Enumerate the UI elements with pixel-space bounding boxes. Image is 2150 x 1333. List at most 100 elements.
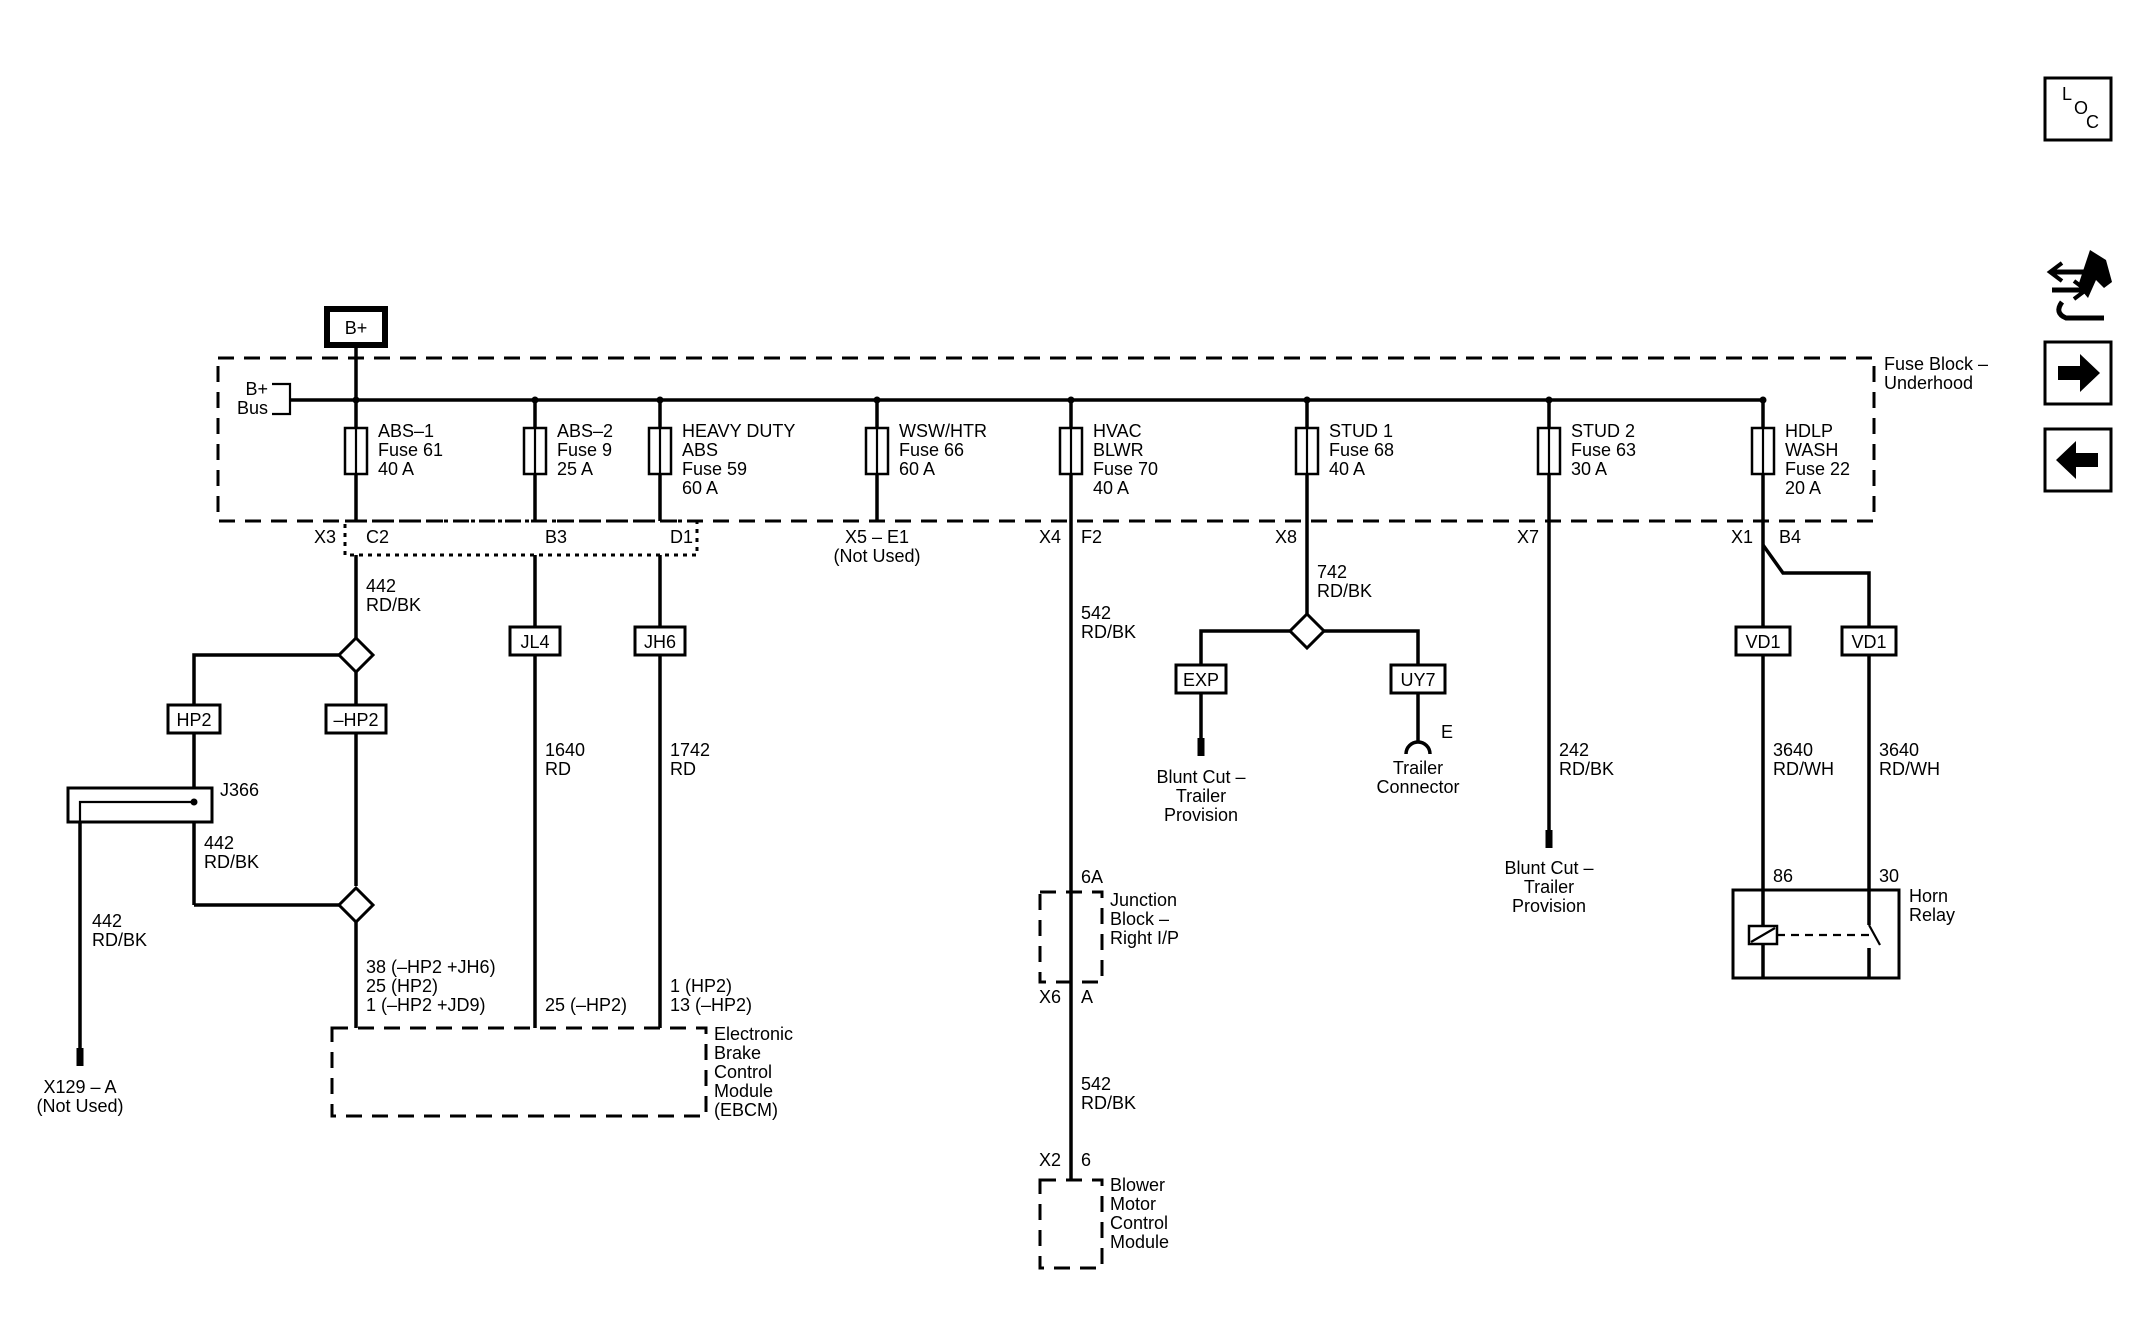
svg-text:JL4: JL4	[520, 632, 549, 652]
trailer-connector-pin	[1404, 740, 1432, 755]
svg-text:Fuse 66: Fuse 66	[899, 440, 964, 460]
svg-text:40 A: 40 A	[1093, 478, 1129, 498]
ebcm-pins-right: 1 (HP2)	[670, 976, 732, 996]
svg-text:Block –: Block –	[1110, 909, 1169, 929]
svg-text:HDLP: HDLP	[1785, 421, 1833, 441]
splice-diamond-bottom	[336, 885, 376, 925]
svg-text:RD/BK: RD/BK	[1081, 622, 1136, 642]
connector-x3-outline	[343, 519, 699, 557]
loc-icon[interactable]: L O C	[2043, 76, 2113, 142]
junction-pin-6a: 6A	[1081, 867, 1103, 887]
junction-block-outline	[1038, 890, 1104, 984]
svg-text:RD/BK: RD/BK	[1317, 581, 1372, 601]
svg-text:Provision: Provision	[1164, 805, 1238, 825]
svg-text:Fuse 59: Fuse 59	[682, 459, 747, 479]
svg-text:RD/BK: RD/BK	[1081, 1093, 1136, 1113]
svg-text:ABS–1: ABS–1	[378, 421, 434, 441]
svg-text:Fuse 9: Fuse 9	[557, 440, 612, 460]
svg-text:25 (HP2): 25 (HP2)	[366, 976, 438, 996]
arrow-left-icon[interactable]	[2043, 427, 2113, 493]
svg-text:Trailer: Trailer	[1524, 877, 1574, 897]
svg-text:HEAVY DUTY: HEAVY DUTY	[682, 421, 795, 441]
svg-text:Brake: Brake	[714, 1043, 761, 1063]
svg-text:Trailer: Trailer	[1176, 786, 1226, 806]
connector-c2: C2	[366, 527, 389, 547]
svg-text:EXP: EXP	[1183, 670, 1219, 690]
ebcm-label: Electronic	[714, 1024, 793, 1044]
svg-text:Right I/P: Right I/P	[1110, 928, 1179, 948]
svg-text:Control: Control	[1110, 1213, 1168, 1233]
svg-text:Fuse 22: Fuse 22	[1785, 459, 1850, 479]
svg-text:40 A: 40 A	[1329, 459, 1365, 479]
fuse-wsw-htr: WSW/HTR Fuse 66 60 A	[864, 396, 987, 521]
svg-text:RD/BK: RD/BK	[1559, 759, 1614, 779]
svg-text:RD/BK: RD/BK	[204, 852, 259, 872]
svg-text:13 (–HP2): 13 (–HP2)	[670, 995, 752, 1015]
wire-442-left: 442	[92, 911, 122, 931]
svg-text:60 A: 60 A	[682, 478, 718, 498]
svg-text:–HP2: –HP2	[333, 710, 378, 730]
connector-x4: X4	[1039, 527, 1061, 547]
arrow-right-icon[interactable]	[2043, 340, 2113, 406]
svg-text:60 A: 60 A	[899, 459, 935, 479]
wire-3640-a: 3640	[1773, 740, 1813, 760]
ebcm-module-outline	[330, 1026, 708, 1118]
wire-442-mid: 442	[204, 833, 234, 853]
svg-text:RD: RD	[670, 759, 696, 779]
bus-label: B+	[245, 379, 268, 399]
svg-text:STUD 2: STUD 2	[1571, 421, 1635, 441]
fuse-abs-1: ABS–1 Fuse 61 40 A	[343, 396, 443, 521]
wire-242: 242	[1559, 740, 1589, 760]
option-jl4	[508, 625, 562, 657]
connector-b3: B3	[545, 527, 567, 547]
svg-text:UY7: UY7	[1400, 670, 1435, 690]
blower-module-label: Blower	[1110, 1175, 1165, 1195]
fuse-stud-2: STUD 2 Fuse 63 30 A	[1536, 396, 1636, 521]
fuse-block-label: Fuse Block –	[1884, 354, 1988, 374]
svg-text:Module: Module	[714, 1081, 773, 1101]
svg-text:Relay: Relay	[1909, 905, 1955, 925]
connector-x129: X129 – A	[43, 1077, 116, 1097]
trailer-connector-label: Trailer	[1393, 758, 1443, 778]
splice-diamond-top	[336, 635, 376, 675]
bus-label-2: Bus	[237, 398, 268, 418]
svg-text:Provision: Provision	[1512, 896, 1586, 916]
bplus-source-label: B+	[345, 318, 368, 338]
svg-text:BLWR: BLWR	[1093, 440, 1144, 460]
fuse-block-label-2: Underhood	[1884, 373, 1973, 393]
wire-442-top: 442	[366, 576, 396, 596]
svg-text:WSW/HTR: WSW/HTR	[899, 421, 987, 441]
wire-1640: 1640	[545, 740, 585, 760]
svg-text:Fuse 70: Fuse 70	[1093, 459, 1158, 479]
option-jh6	[633, 625, 687, 657]
connector-x6-pin-a: A	[1081, 987, 1093, 1007]
svg-text:20 A: 20 A	[1785, 478, 1821, 498]
svg-text:Control: Control	[714, 1062, 772, 1082]
wire-3640-b: 3640	[1879, 740, 1919, 760]
connector-harness-icon[interactable]	[2046, 250, 2112, 321]
blunt-cut-1: Blunt Cut –	[1156, 767, 1245, 787]
junction-block-label: Junction	[1110, 890, 1177, 910]
relay-pin-86: 86	[1773, 866, 1793, 886]
fuse-hdlp-wash: HDLP WASH Fuse 22 20 A	[1750, 396, 1850, 521]
connector-x7: X7	[1517, 527, 1539, 547]
connector-x2-pin-6: 6	[1081, 1150, 1091, 1170]
svg-text:VD1: VD1	[1745, 632, 1780, 652]
svg-text:Fuse 63: Fuse 63	[1571, 440, 1636, 460]
svg-text:RD/WH: RD/WH	[1773, 759, 1834, 779]
connector-x3: X3	[314, 527, 336, 547]
svg-text:Motor: Motor	[1110, 1194, 1156, 1214]
svg-text:RD/BK: RD/BK	[366, 595, 421, 615]
svg-text:C: C	[2086, 112, 2099, 132]
svg-text:STUD 1: STUD 1	[1329, 421, 1393, 441]
connector-x2: X2	[1039, 1150, 1061, 1170]
trailer-pin-e: E	[1441, 722, 1453, 742]
connector-f2: F2	[1081, 527, 1102, 547]
svg-text:30 A: 30 A	[1571, 459, 1607, 479]
connector-x8: X8	[1275, 527, 1297, 547]
relay-pin-30: 30	[1879, 866, 1899, 886]
svg-text:Connector: Connector	[1376, 777, 1459, 797]
svg-text:L: L	[2062, 84, 2072, 104]
svg-text:(Not Used): (Not Used)	[36, 1096, 123, 1116]
